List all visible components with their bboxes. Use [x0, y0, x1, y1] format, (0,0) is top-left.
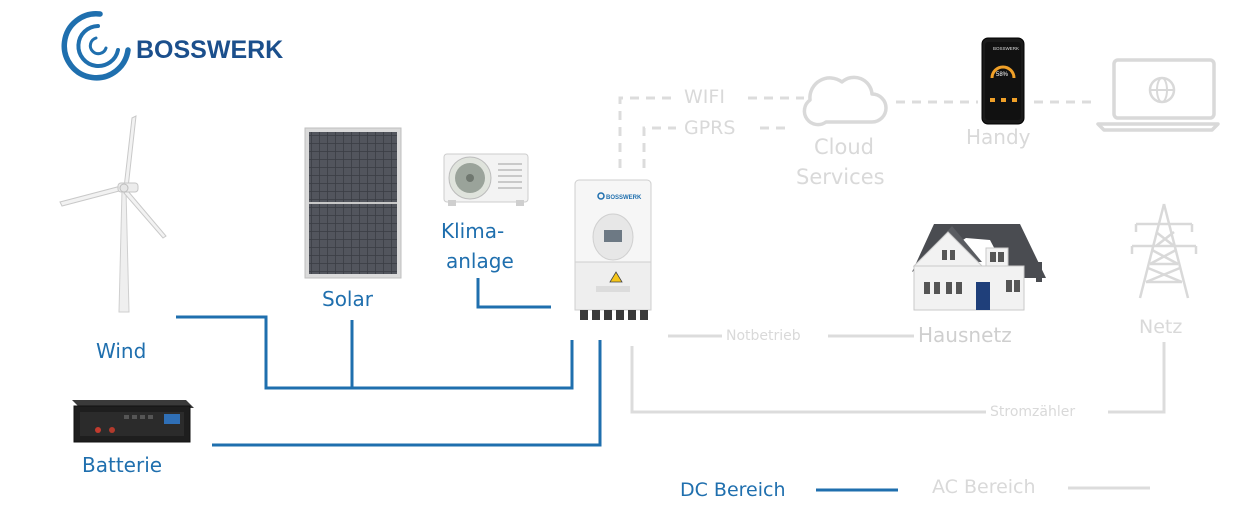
air-conditioner-icon	[443, 153, 529, 206]
logo-icon	[61, 11, 131, 81]
label-hausnetz: Hausnetz	[918, 323, 1012, 347]
phone-percent: 58%	[996, 72, 1009, 78]
battery-icon	[72, 400, 194, 443]
legend-ac-label: AC Bereich	[932, 476, 1036, 498]
label-stromzaehler: Stromzähler	[990, 404, 1076, 420]
smartphone-icon: BOSSWERK 58%	[981, 37, 1025, 125]
label-notbetrieb: Notbetrieb	[726, 328, 801, 344]
power-pylon-icon	[1130, 203, 1198, 299]
inverter-brand: BOSSWERK	[606, 195, 642, 201]
label-wind: Wind	[96, 339, 147, 363]
comm-lines	[618, 96, 1094, 168]
wind-turbine-icon	[59, 115, 167, 313]
cloud-icon	[802, 75, 888, 127]
label-solar: Solar	[322, 287, 373, 311]
ac-wiring	[630, 334, 1166, 414]
house-icon	[912, 224, 1046, 311]
label-klima-line2: anlage	[446, 249, 514, 273]
label-klima-line1: Klima-	[441, 219, 505, 243]
label-gprs: GPRS	[684, 117, 736, 139]
label-handy: Handy	[966, 125, 1031, 149]
laptop-icon	[1096, 58, 1220, 132]
phone-brand: BOSSWERK	[993, 46, 1019, 51]
inverter-icon: BOSSWERK	[574, 179, 652, 320]
label-netz: Netz	[1139, 316, 1183, 338]
label-cloud-line2: Services	[796, 165, 885, 189]
logo-text: BOSSWERK	[136, 36, 283, 64]
solar-panel-icon	[304, 127, 402, 279]
legend-dc-label: DC Bereich	[680, 479, 786, 501]
label-wifi: WIFI	[684, 86, 725, 108]
dc-wiring	[176, 278, 602, 447]
label-batterie: Batterie	[82, 453, 163, 477]
label-cloud-line1: Cloud	[814, 135, 874, 159]
